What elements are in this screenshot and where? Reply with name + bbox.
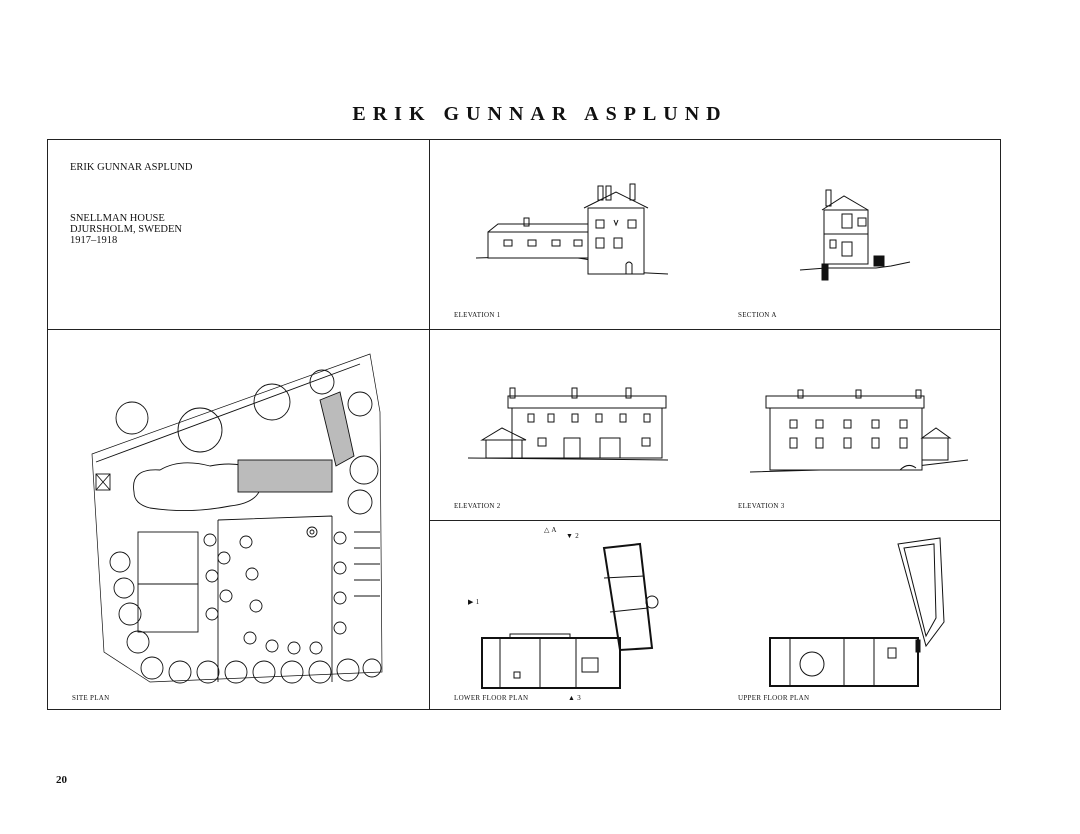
grid-divider [48,329,1000,330]
page-title: ERIK GUNNAR ASPLUND [352,103,728,125]
site-plan-drawing [91,353,383,684]
project-info: SNELLMAN HOUSE DJURSHOLM, SWEDEN 1917–19… [70,213,182,246]
drawing-sheet: ERIK GUNNAR ASPLUND SNELLMAN HOUSE DJURS… [47,139,1001,710]
elevation-2-drawing [467,387,669,461]
site-plan-caption: SITE PLAN [72,694,110,702]
section-marker-2: ▼ 2 [566,532,580,540]
lower-floor-plan-drawing [481,542,659,689]
section-a-drawing [799,189,911,281]
architect-name: ERIK GUNNAR ASPLUND [70,162,193,173]
project-location: DJURSHOLM, SWEDEN [70,224,183,235]
elevation-3-drawing [749,389,969,473]
elevation-1-drawing [475,183,669,275]
elevation-3-caption: ELEVATION 3 [738,502,785,510]
project-years: 1917–1918 [70,235,118,246]
elevation-2-caption: ELEVATION 2 [454,502,501,510]
section-a-caption: SECTION A [738,311,777,319]
grid-divider [429,140,430,709]
elevation-1-caption: ELEVATION 1 [454,311,501,319]
upper-floor-plan-caption: UPPER FLOOR PLAN [738,694,810,702]
upper-floor-plan-drawing [769,537,945,687]
lower-floor-plan-caption: LOWER FLOOR PLAN [454,694,529,702]
page-number: 20 [56,774,67,786]
grid-divider [429,520,1000,521]
section-marker-a: △ A [544,526,557,534]
section-marker-1: ▶ 1 [468,598,480,606]
section-marker-3: ▲ 3 [568,694,582,702]
project-name: SNELLMAN HOUSE [70,213,165,224]
